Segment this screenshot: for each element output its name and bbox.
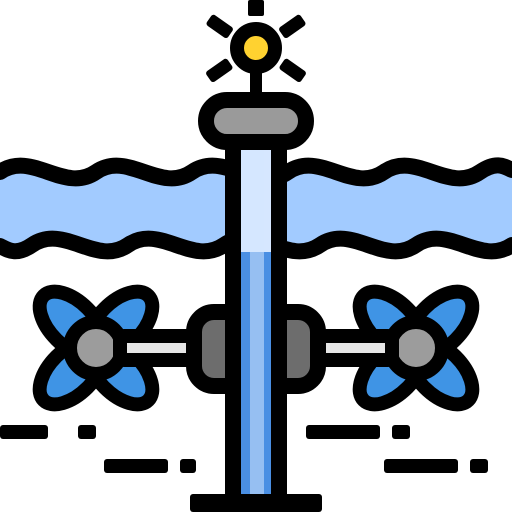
support-shaft — [225, 124, 287, 510]
beacon-rays — [206, 0, 306, 83]
beacon-light — [230, 22, 282, 74]
beacon — [206, 0, 306, 104]
seabed-dashes — [0, 425, 488, 512]
shaft-cap — [198, 92, 314, 150]
